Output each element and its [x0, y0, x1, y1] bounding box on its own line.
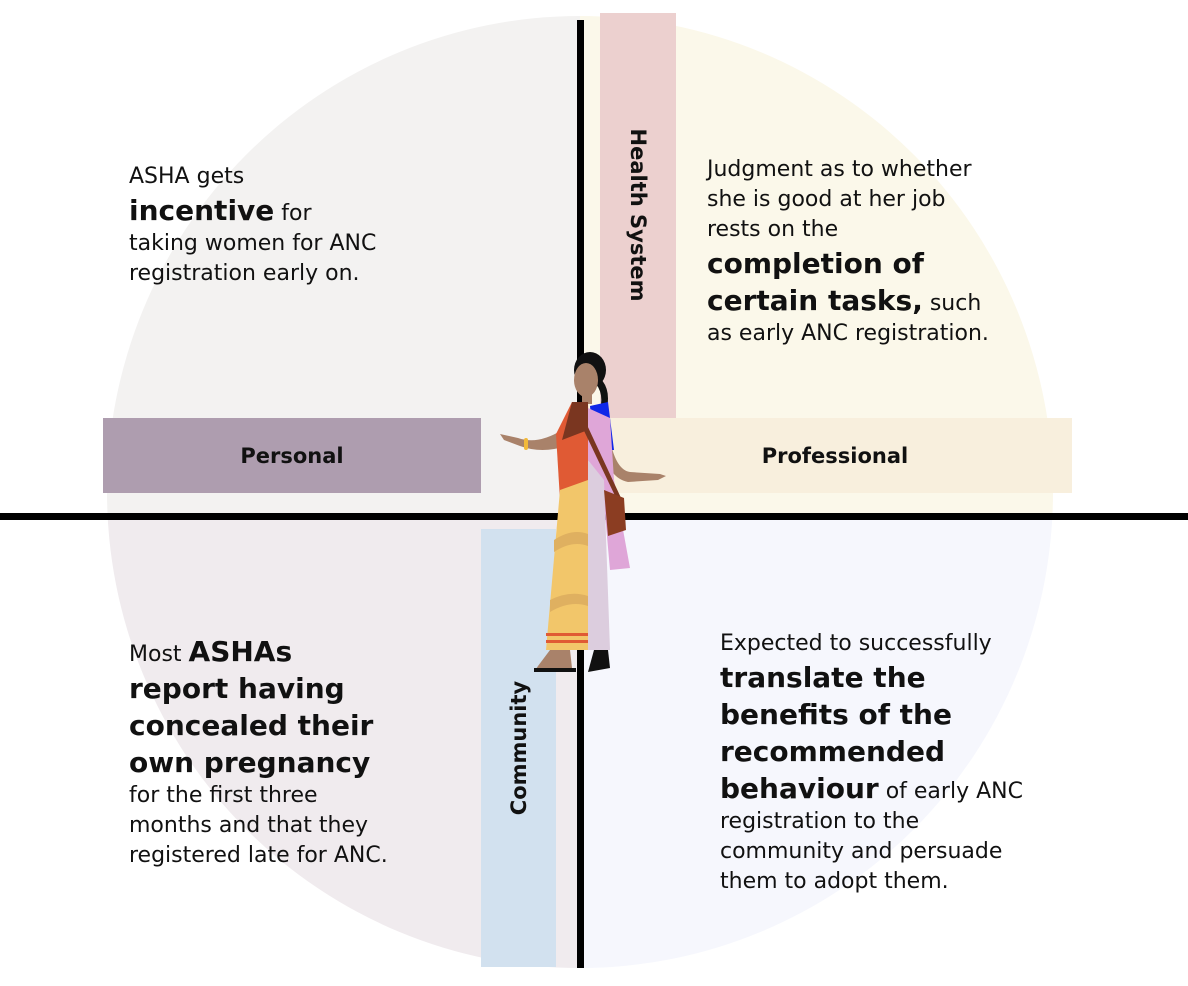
- community-band: [481, 529, 556, 967]
- body-text: Judgment as to whether she is good at he…: [707, 157, 972, 242]
- body-text: such as early ANC registration.: [707, 291, 989, 346]
- bag-strap-shape: [576, 410, 622, 502]
- health-system-band: [600, 13, 676, 418]
- bag-shape: [604, 490, 626, 536]
- body-text: for the first three months and that they…: [129, 783, 388, 868]
- right-shoe-shape: [588, 650, 610, 672]
- skirt-yellow-shape: [546, 480, 588, 650]
- left-arm-shape: [500, 430, 566, 450]
- neck-shape: [582, 394, 592, 404]
- face-shape: [574, 363, 598, 397]
- quadrant-text-bottom-right: Expected to successfully translate the b…: [720, 629, 1040, 897]
- community-label: Community: [507, 680, 531, 816]
- body-text: ASHA gets: [129, 164, 245, 189]
- skirt-stripe-shape: [550, 593, 588, 612]
- personal-label: Personal: [240, 443, 344, 468]
- body-text: for taking women for ANC registration ea…: [129, 201, 377, 286]
- hem-stripe-shape: [546, 633, 588, 636]
- skirt-stripe-shape: [554, 532, 588, 552]
- skirt-lilac-shape: [588, 460, 610, 650]
- professional-label: Professional: [761, 443, 909, 468]
- body-text: Most: [129, 642, 189, 667]
- left-foot-shape: [534, 650, 572, 672]
- right-arm-shape: [602, 440, 666, 482]
- body-text: of early ANC registration to the communi…: [720, 779, 1023, 894]
- asha-woman-in-saree-icon: [500, 352, 666, 672]
- quadrant-text-top-right: Judgment as to whether she is good at he…: [707, 155, 997, 349]
- professional-band: Professional: [598, 418, 1072, 493]
- emphasis-text: translate the benefits of the recommende…: [720, 661, 952, 805]
- quadrant-text-bottom-left: Most ASHAs report having concealed their…: [129, 633, 389, 871]
- left-sandal-shape: [534, 668, 576, 672]
- quadrant-text-top-left: ASHA gets incentive for taking women for…: [129, 162, 379, 289]
- emphasis-text: ASHAs report having concealed their own …: [129, 635, 374, 779]
- hem-stripe-shape: [546, 640, 588, 643]
- emphasis-text: incentive: [129, 194, 275, 227]
- shoulder-drape-shape: [562, 402, 588, 440]
- personal-band: Personal: [103, 418, 481, 493]
- emphasis-text: completion of certain tasks,: [707, 247, 924, 317]
- health-system-label: Health System: [626, 128, 650, 302]
- bangle-shape: [524, 438, 528, 450]
- body-text: Expected to successfully: [720, 631, 992, 656]
